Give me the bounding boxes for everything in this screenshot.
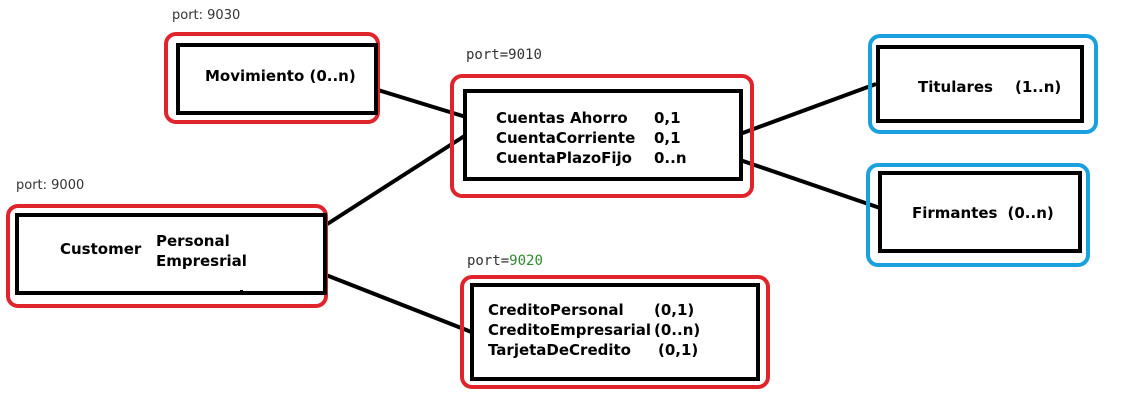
titulares-label: Titulares(1..n) xyxy=(918,78,1062,96)
customer-types: Personal Empresrial xyxy=(156,231,247,271)
movimiento-service-ring xyxy=(164,32,380,124)
customer-type-item: Personal xyxy=(156,232,230,250)
movimiento-port-label: port: 9030 xyxy=(172,8,241,23)
customer-port-label: port: 9000 xyxy=(16,178,85,193)
creditos-list: CreditoPersonal(0,1) CreditoEmpresarial(… xyxy=(488,300,700,360)
titulares-box xyxy=(876,45,1084,123)
firmantes-label: Firmantes(0..n) xyxy=(912,204,1054,222)
titulares-party-ring xyxy=(868,34,1098,134)
edge-cuentas-firmantes xyxy=(739,158,881,210)
customer-label: Customer xyxy=(60,240,142,258)
credito-item: CreditoEmpresarial(0..n) xyxy=(488,321,701,339)
creditos-box xyxy=(470,283,760,381)
box-mark xyxy=(240,290,243,292)
edge-cuentas-titulares xyxy=(739,82,877,136)
cuentas-port-label: port=9010 xyxy=(466,47,542,63)
cuentas-box xyxy=(463,89,743,181)
creditos-service-ring xyxy=(460,275,770,389)
customer-type-item: Empresrial xyxy=(156,252,247,270)
edge-customer-creditos xyxy=(325,273,475,335)
movimiento-box xyxy=(176,43,378,115)
creditos-port-label: port=9020 xyxy=(467,253,543,269)
firmantes-party-ring xyxy=(866,163,1090,267)
firmantes-box xyxy=(878,171,1082,253)
credito-item: CreditoPersonal(0,1) xyxy=(488,301,695,319)
edge-customer-cuentas xyxy=(316,133,468,232)
cuentas-service-ring xyxy=(450,74,754,198)
credito-item: TarjetaDeCredito(0,1) xyxy=(488,341,699,359)
movimiento-label: Movimiento (0..n) xyxy=(205,67,356,85)
customer-box xyxy=(15,213,327,295)
